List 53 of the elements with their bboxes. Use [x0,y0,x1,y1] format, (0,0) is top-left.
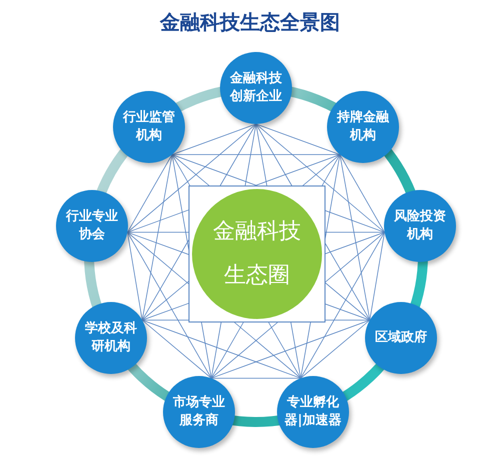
connector-line [210,154,340,379]
connector-line [172,154,385,233]
connector-line [369,232,385,320]
connector-line [172,124,256,155]
circle-node [220,52,292,124]
connector-line [256,124,340,155]
connector-line [142,320,212,379]
circle-node [75,302,147,374]
hub-label: 金融科技生态圈 [212,218,302,290]
connector-line [127,232,302,379]
circle-node [277,376,349,448]
connector-line [142,154,172,320]
connector-line [172,154,370,320]
connector-line [142,154,340,320]
circle-node [327,91,399,163]
connector-line [210,378,302,379]
node-label: 行业专业协会 [64,208,119,244]
hub-circle [192,189,322,319]
connector-line [256,124,370,320]
title: 金融科技生态全景图 [160,10,340,34]
circle-node [365,302,437,374]
node-label: 市场专业服务商 [172,394,226,430]
connector-line [210,320,370,379]
circle-node [163,376,235,448]
connector-line [300,320,370,379]
connector-line [340,154,370,320]
node-label: 区域政府 [375,329,427,347]
circle-node [56,190,128,262]
connector-line [256,124,385,233]
connector-line [127,186,385,233]
connector-line [340,154,385,233]
connector-line [142,320,302,379]
connector-line [127,232,212,379]
node-label: 行业监管机构 [122,109,176,145]
connector-line [127,232,143,320]
connector-line [210,232,385,379]
node-label: 金融科技创新企业 [228,70,283,106]
connector-line [300,232,385,379]
node-label: 学校及科研机构 [84,320,138,356]
connector-line [127,124,256,233]
connector-line [142,124,256,320]
node-label: 风险投资机构 [392,208,447,244]
node-label: 专业孵化器|加速器 [284,394,342,430]
connector-line [172,154,212,379]
circle-node [384,190,456,262]
connector-line [172,154,340,155]
node-label: 持牌金融机构 [336,109,390,145]
connector-line [172,154,302,379]
connector-line [127,154,340,233]
connector-line [300,154,340,379]
connector-line [127,154,172,233]
connector-line [142,320,370,322]
circle-node [113,91,185,163]
